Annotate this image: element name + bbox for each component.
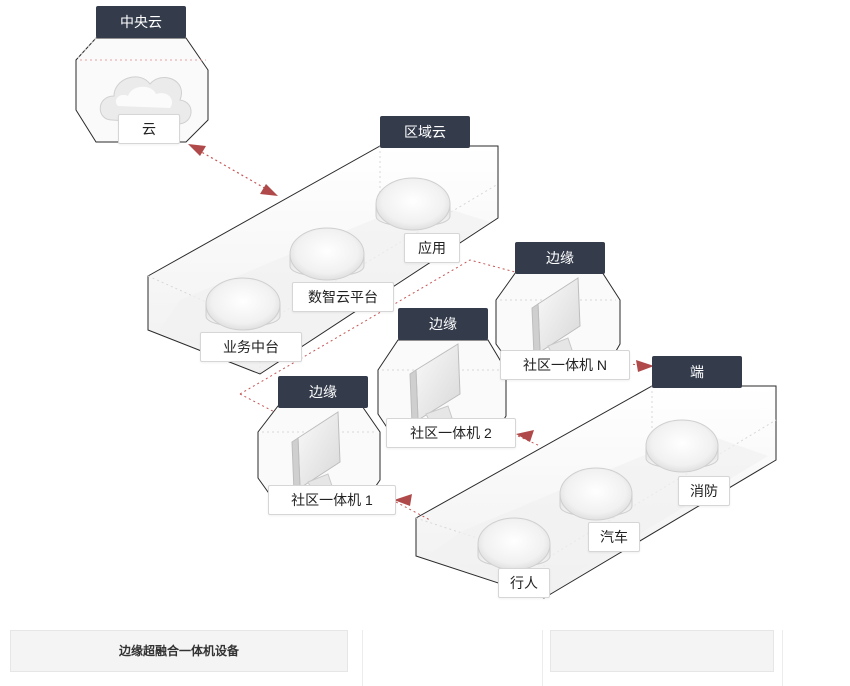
divider: [542, 630, 543, 686]
cloud-icon: [99, 76, 192, 125]
node-label-community-n: 社区一体机 N: [500, 350, 630, 380]
footer-caption: 边缘超融合一体机设备: [118, 644, 239, 658]
server-disk-icon: [477, 517, 551, 571]
node-label-cloud: 云: [118, 114, 180, 144]
tier-label-edge-1: 边缘: [278, 376, 368, 408]
link-central-regional: [188, 144, 278, 196]
server-disk-icon: [205, 277, 281, 331]
node-label-smart-cloud: 数智云平台: [292, 282, 394, 312]
footer-caption-box: 边缘超融合一体机设备: [10, 630, 348, 672]
node-label-pedestrian: 行人: [498, 568, 550, 598]
node-label-car: 汽车: [588, 522, 640, 552]
server-disk-icon: [559, 467, 633, 521]
link-edge-end: [394, 360, 657, 521]
node-label-biz-platform: 业务中台: [200, 332, 302, 362]
server-disk-icon: [375, 177, 451, 231]
tier-label-edge-n: 边缘: [515, 242, 605, 274]
tier-label-central: 中央云: [96, 6, 186, 38]
server-disk-icon: [645, 419, 719, 473]
divider: [362, 630, 363, 686]
node-label-app: 应用: [404, 233, 460, 263]
tier-label-end: 端: [652, 356, 742, 388]
tier-label-regional: 区域云: [380, 116, 470, 148]
tier-label-edge-2: 边缘: [398, 308, 488, 340]
node-label-community-1: 社区一体机 1: [268, 485, 396, 515]
footer-empty-box: [550, 630, 774, 672]
server-disk-icon: [289, 227, 365, 281]
node-label-fire: 消防: [678, 476, 730, 506]
node-label-community-2: 社区一体机 2: [386, 418, 516, 448]
monitor-icon: [409, 343, 461, 427]
divider: [782, 630, 783, 686]
